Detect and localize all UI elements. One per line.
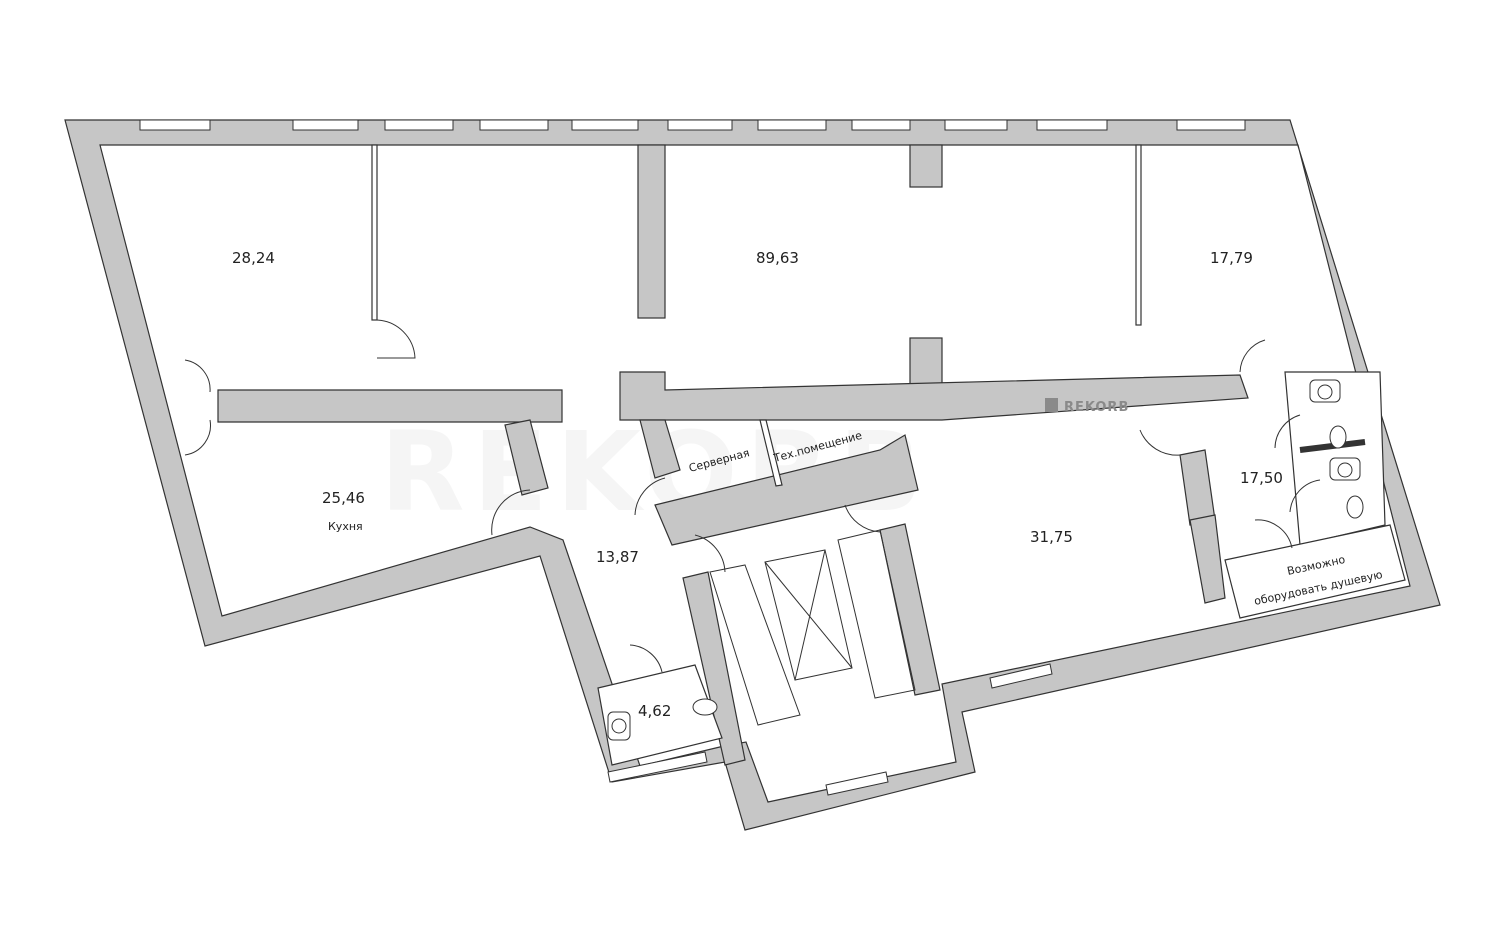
room-name: Кухня [328,520,363,533]
room-area: 25,46 [322,489,365,507]
wc-fixtures [607,379,1364,741]
room-area: 28,24 [232,249,275,267]
room-area: 31,75 [1030,528,1073,546]
room-area: 17,79 [1210,249,1253,267]
room-area: 89,63 [756,249,799,267]
room-area: 4,62 [638,702,671,720]
room-area: 13,87 [596,548,639,566]
interior-walls [217,144,1406,766]
windows [139,119,1246,796]
room-area: 17,50 [1240,469,1283,487]
doors [184,319,1321,673]
svg-text:REKORB: REKORB [1064,400,1129,415]
brand-logo: REKORB [1045,398,1129,415]
outer-wall [64,119,1441,831]
stairs [709,529,916,726]
